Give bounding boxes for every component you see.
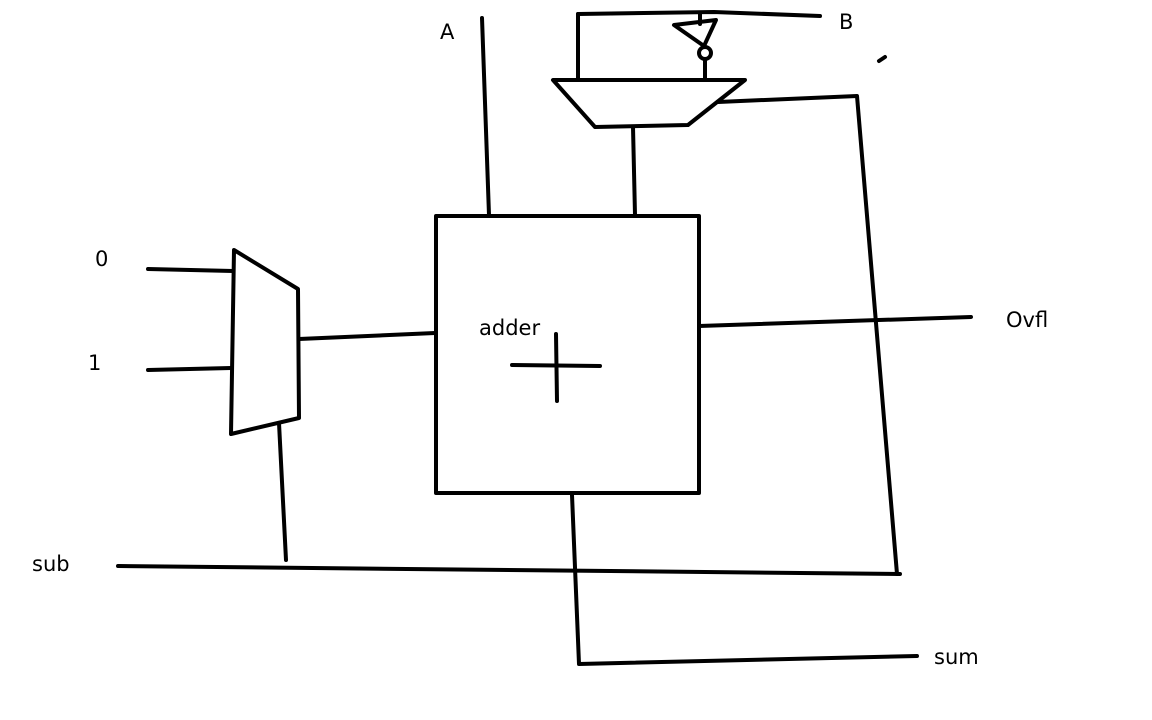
- adder-box: [434, 214, 701, 495]
- wire-sub-to-top-mux: [716, 94, 899, 576]
- wire-a: [480, 16, 491, 217]
- stray-mark: [877, 55, 887, 63]
- plus-sign-vertical: [554, 332, 559, 403]
- wire-overflow: [697, 315, 973, 328]
- wire-sum: [570, 493, 919, 666]
- carry-select-mux: [229, 248, 301, 436]
- wire-mux-to-carry-in: [297, 331, 437, 341]
- label-sub: sub: [32, 552, 70, 576]
- wire-const-zero: [146, 267, 235, 273]
- wire-b: [576, 10, 822, 18]
- label-overflow: Ovfl: [1006, 308, 1048, 332]
- label-adder: adder: [479, 316, 540, 340]
- label-sum: sum: [934, 645, 979, 669]
- wire-sub: [116, 564, 902, 576]
- b-select-mux: [551, 78, 747, 129]
- wire-sub-to-left-mux: [277, 421, 288, 562]
- label-input-b: B: [839, 10, 853, 34]
- not-gate: [672, 18, 718, 48]
- label-const-zero: 0: [95, 247, 108, 271]
- wire-mux-to-adder: [631, 125, 637, 217]
- wire-const-one: [146, 366, 233, 372]
- label-input-a: A: [440, 20, 455, 44]
- label-const-one: 1: [88, 351, 101, 375]
